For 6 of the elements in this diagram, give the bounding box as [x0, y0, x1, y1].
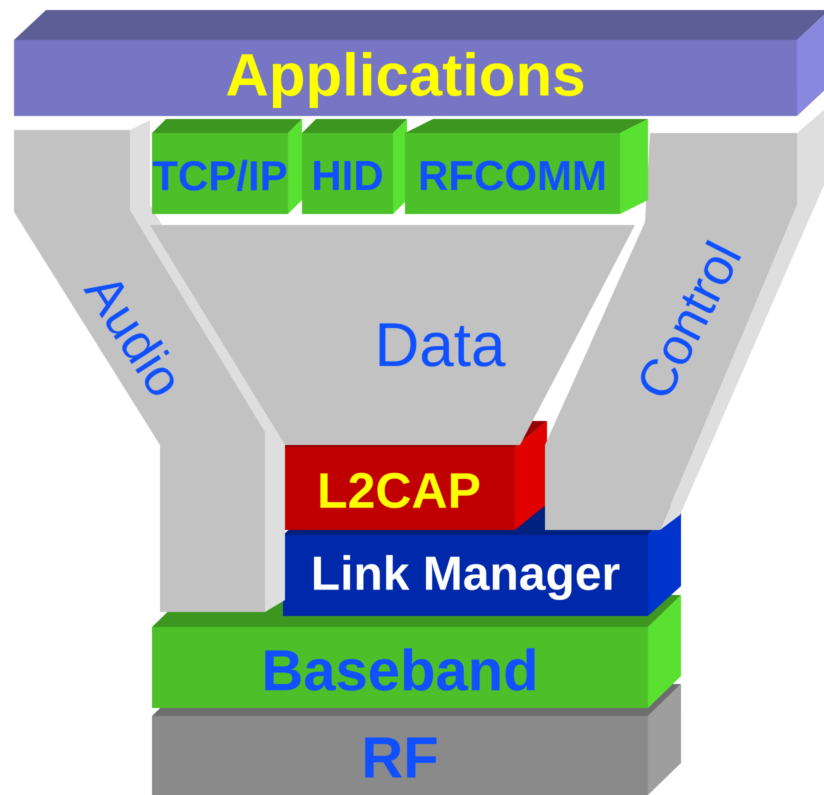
node-label: HID [314, 161, 382, 190]
layer-block: Applications [14, 10, 824, 116]
protocol-block: HID [302, 119, 407, 214]
node-label: Data [380, 323, 506, 367]
protocol-block: TCP/IP [152, 119, 302, 214]
protocol-block: RFCOMM [405, 119, 648, 214]
